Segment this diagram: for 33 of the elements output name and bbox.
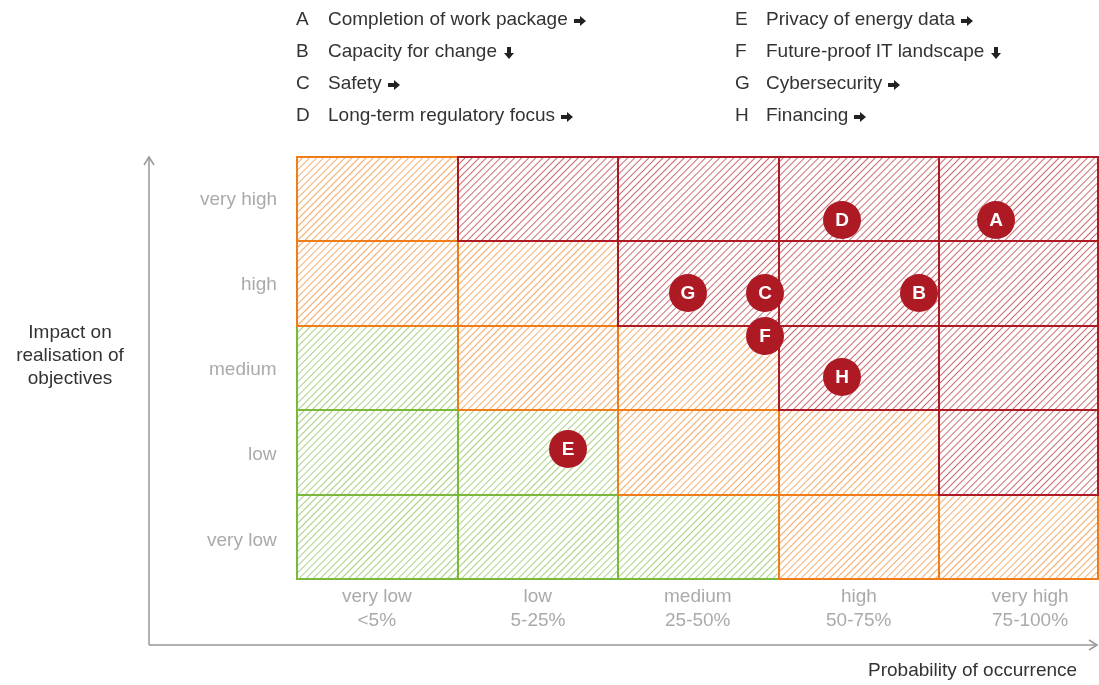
risk-letter: G (735, 72, 750, 95)
axis-title: Impact on realisation of objectives (15, 321, 125, 390)
probability-level: medium (664, 585, 732, 608)
impact-level: low (248, 443, 277, 466)
risk-name: Cybersecurity (766, 72, 883, 95)
risk-letter: B (296, 40, 309, 63)
probability-level: very low (342, 585, 412, 608)
probability-level: high (841, 585, 877, 608)
impact-level: very low (207, 529, 277, 552)
risk-letter: D (296, 104, 310, 127)
probability-range: 5-25% (510, 609, 566, 632)
probability-range: 25-50% (665, 609, 731, 632)
axis-title: Probability of occurrence (868, 659, 1078, 682)
probability-range: <5% (357, 609, 397, 632)
risk-name: Completion of work package (328, 8, 568, 31)
risk-name: Safety (328, 72, 382, 95)
risk-letter: E (735, 8, 748, 31)
risk-letter: C (296, 72, 310, 95)
risk-letter: A (296, 8, 309, 31)
risk-name: Long-term regulatory focus (328, 104, 556, 127)
risk-name: Capacity for change (328, 40, 497, 63)
risk-name: Future-proof IT landscape (766, 40, 985, 63)
probability-level: low (523, 585, 552, 608)
risk-name: Privacy of energy data (766, 8, 956, 31)
risk-name: Financing (766, 104, 849, 127)
impact-level: medium (209, 358, 277, 381)
impact-level: very high (200, 188, 278, 211)
probability-level: very high (991, 585, 1069, 608)
impact-level: high (241, 273, 277, 296)
risk-letter: F (735, 40, 747, 63)
risk-letter: H (735, 104, 749, 127)
probability-range: 50-75% (826, 609, 892, 632)
probability-range: 75-100% (992, 609, 1069, 632)
